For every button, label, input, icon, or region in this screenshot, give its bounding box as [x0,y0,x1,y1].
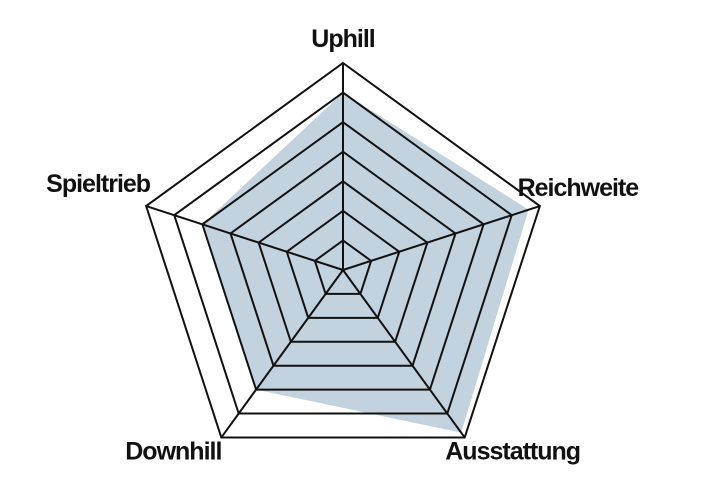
grid-ring-2 [285,209,401,319]
axis-label-reichweite: Reichweite [518,174,640,202]
axis-spoke-3 [220,269,344,439]
axis-label-spieltrieb: Spieltrieb [46,170,151,198]
grid-ring-1 [313,239,373,295]
grid-ring-6 [173,91,513,415]
grid-ring-4 [229,150,457,367]
axis-spoke-2 [342,269,466,439]
axis-spoke-4 [145,205,344,271]
axis-label-ausstattung: Ausstattung [445,437,580,465]
axis-label-uphill: Uphill [311,25,374,53]
grid-ring-7 [144,61,542,439]
axis-spoke-1 [342,205,541,271]
grid-ring-5 [201,120,485,391]
axis-label-downhill: Downhill [125,437,221,465]
grid-ring-3 [257,180,429,343]
